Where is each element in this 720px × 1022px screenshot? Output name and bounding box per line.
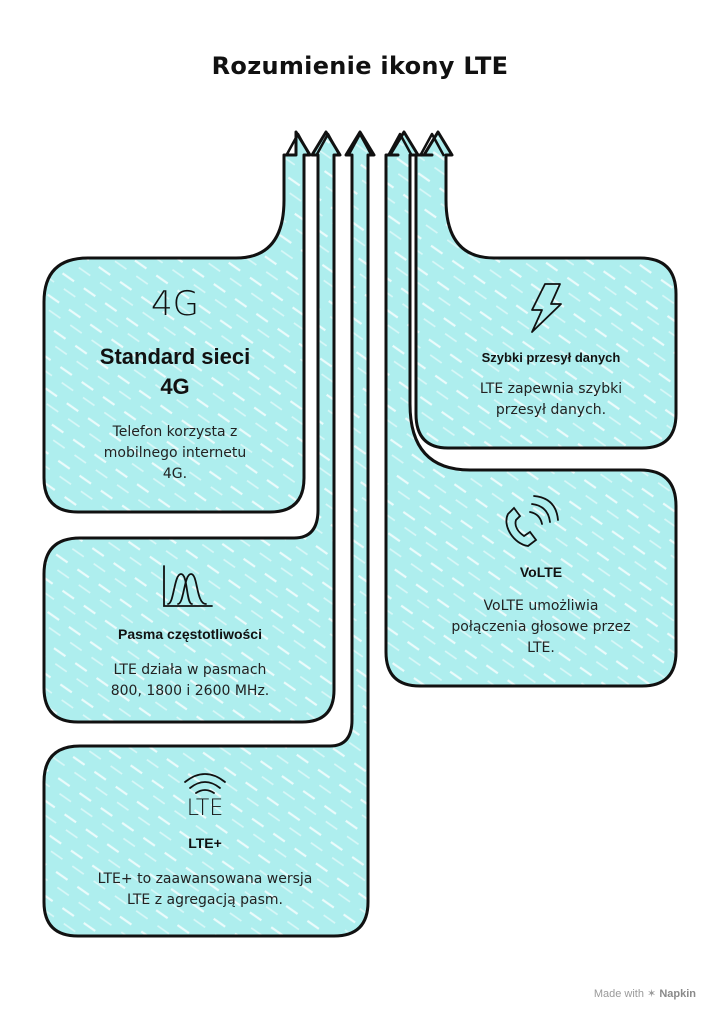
watermark-brand: Napkin [659,988,696,1000]
card-freq-shape [42,130,342,724]
card-volte-text-line3: LTE. [527,640,555,656]
watermark: Made with ✶ Napkin [594,987,696,1000]
card-speed-text-line1: LTE zapewnia szybki [479,381,623,397]
card-volte-heading: VoLTE [519,564,563,580]
card-freq-text-line1: LTE działa w pasmach [113,662,267,678]
phone-call-icon [505,495,559,547]
lte-icon-text: LTE [186,796,224,821]
card-speed-heading: Szybki przesył danych [481,350,621,365]
lte-signal-icon [184,773,226,794]
card-4g-heading-line1: Standard sieci [99,344,251,369]
4g-icon: 4G [151,284,199,324]
card-freq-heading: Pasma częstotliwości [118,626,262,642]
card-volte-shape [384,130,678,688]
card-4g-shape [42,130,312,514]
card-4g-heading-line2: 4G [160,374,190,399]
card-4g-text-line1: Telefon korzysta z [112,424,238,440]
watermark-prefix: Made with [593,988,644,1000]
card-volte-text-line2: połączenia głosowe przez [451,619,631,635]
arrow-heads [284,132,446,157]
card-volte-text-line1: VoLTE umożliwia [483,598,599,614]
card-lteplus-text-line1: LTE+ to zaawansowana wersja [97,871,313,887]
card-lteplus-heading: LTE+ [188,835,222,851]
card-freq-text-line2: 800, 1800 i 2600 MHz. [110,683,270,699]
card-speed-shape [414,130,678,450]
card-speed-text-line2: przesył danych. [495,402,607,418]
lightning-icon [531,283,562,333]
napkin-logo-icon: ✶ [647,988,657,1000]
card-4g-text-line3: 4G. [162,466,188,482]
frequency-chart-icon [163,565,213,607]
page-title: Rozumienie ikony LTE [211,52,509,80]
card-lteplus: LTE LTE+ LTE+ to zaawansowana wersja LTE… [50,796,360,911]
card-4g-text-line2: mobilnego internetu [103,445,247,461]
card-speed: Szybki przesył danych LTE zapewnia szybk… [436,350,666,421]
card-volte: VoLTE VoLTE umożliwia połączenia głosowe… [416,564,666,659]
card-4g: 4G Standard sieci 4G Telefon korzysta z … [60,284,290,485]
card-freq: Pasma częstotliwości LTE działa w pasmac… [60,626,320,702]
card-lteplus-text-line2: LTE z agregacją pasm. [127,892,283,908]
